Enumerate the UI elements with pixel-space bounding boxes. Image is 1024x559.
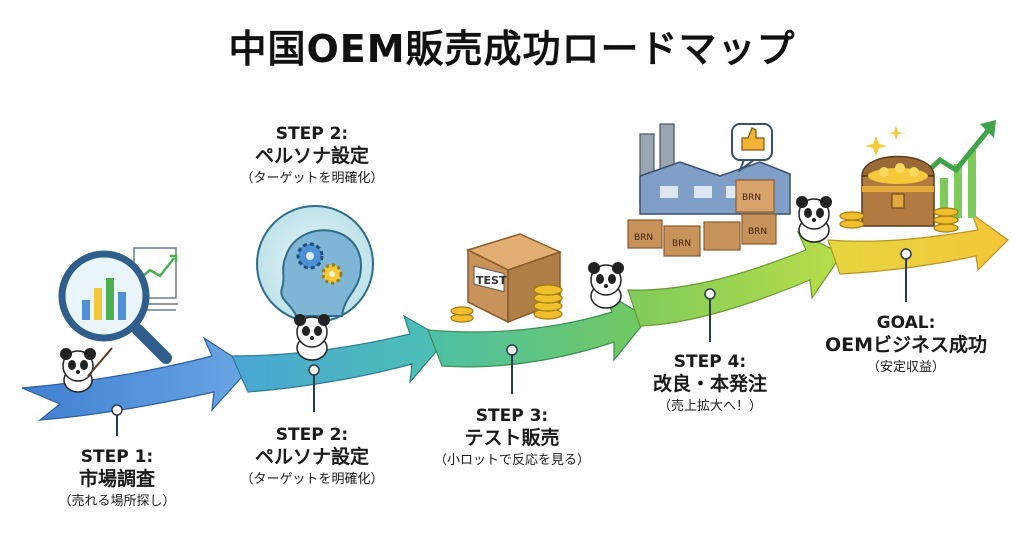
step-name: ペルソナ設定 xyxy=(254,145,369,168)
arrow-segment-1 xyxy=(21,336,251,421)
step-description: （ターゲットを明確化） xyxy=(240,171,384,186)
step-label-2-top: STEP 2: ペルソナ設定 （ターゲットを明確化） xyxy=(212,124,412,187)
milestone-dot-4 xyxy=(704,288,716,300)
thumbs-up-icon xyxy=(731,123,773,173)
panda-icon xyxy=(796,196,832,243)
head-gear-icon xyxy=(256,205,374,323)
step-description: （売上拡大へ！） xyxy=(657,399,762,414)
panda-icon xyxy=(588,262,624,309)
brand-box-label: BRN xyxy=(742,193,761,203)
test-box-label: TEST xyxy=(476,274,507,287)
step-name: ペルソナ設定 xyxy=(254,446,369,469)
step-label-2-bottom: STEP 2: ペルソナ設定 （ターゲットを明確化） xyxy=(212,425,412,488)
page-title: 中国OEM販売成功ロードマップ xyxy=(228,27,796,71)
step-label-4: STEP 4: 改良・本発注 （売上拡大へ！） xyxy=(615,352,805,415)
step-description: （ターゲットを明確化） xyxy=(240,472,384,487)
arrow-segment-goal xyxy=(827,212,1009,275)
milestone-dot-3 xyxy=(506,344,518,356)
milestone-dot-2 xyxy=(308,364,320,376)
step-label-goal: GOAL: OEMビジネス成功 （安定収益） xyxy=(806,313,1006,376)
step-number: STEP 1: xyxy=(80,447,154,467)
milestone-dot-1 xyxy=(111,404,123,416)
step-name: テスト販売 xyxy=(464,427,560,450)
arrow-segment-4 xyxy=(627,230,843,327)
step-number: STEP 3: xyxy=(475,406,549,426)
step-number: STEP 4: xyxy=(673,352,747,372)
step-label-3: STEP 3: テスト販売 （小ロットで反応を見る） xyxy=(402,406,622,469)
brand-box-label: BRN xyxy=(748,227,767,237)
brand-box-stack: BRN BRN BRN BRN xyxy=(627,179,777,257)
step-name: 市場調査 xyxy=(78,468,155,491)
brand-box-label: BRN xyxy=(672,239,691,249)
magnifier-chart-icon xyxy=(58,247,178,364)
treasure-chest-icon xyxy=(861,126,935,227)
panda-icon xyxy=(294,314,330,361)
step-number: STEP 2: xyxy=(275,124,349,144)
step-number: STEP 2: xyxy=(275,425,349,445)
milestone-dot-goal xyxy=(900,248,912,260)
step-name: OEMビジネス成功 xyxy=(824,334,988,357)
coin-stack-icon xyxy=(839,207,959,233)
brand-box-label: BRN xyxy=(634,233,653,243)
milestone-markers xyxy=(116,256,907,436)
step-name: 改良・本発注 xyxy=(652,373,767,396)
arrow-segment-2 xyxy=(231,314,447,393)
step-number: GOAL: xyxy=(876,313,936,333)
step-description: （売れる場所探し） xyxy=(58,494,176,509)
arrow-segment-3 xyxy=(427,290,649,368)
panda-icon xyxy=(60,347,113,393)
step-label-1: STEP 1: 市場調査 （売れる場所探し） xyxy=(22,447,212,510)
step-description: （小ロットで反応を見る） xyxy=(433,453,590,468)
coin-stack-icon xyxy=(450,284,563,323)
step-description: （安定収益） xyxy=(866,360,945,375)
